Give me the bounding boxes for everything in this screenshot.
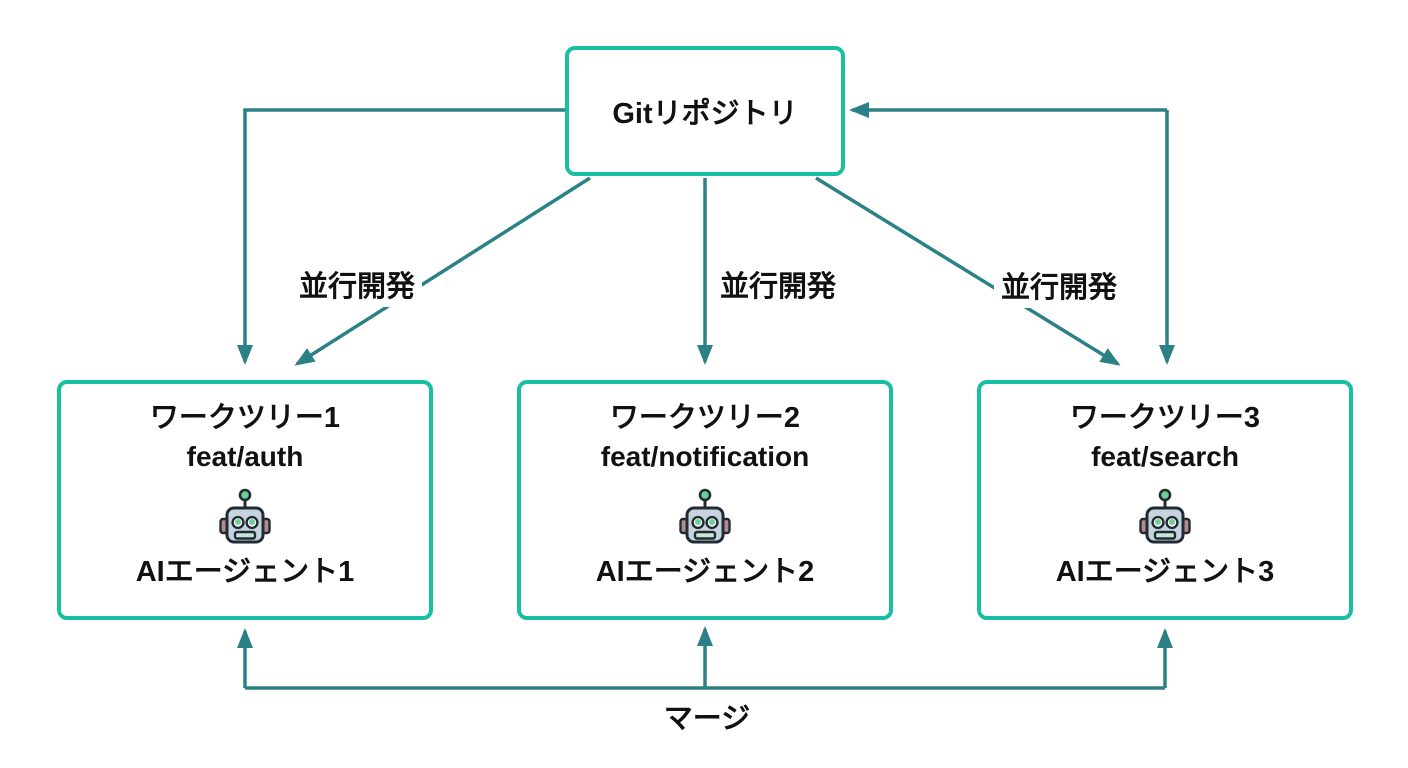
edge-label-parallel-dev-3: 並行開発 (993, 262, 1125, 308)
node-git-repo: Gitリポジトリ (565, 46, 845, 176)
worktree2-agent: AIエージェント2 (595, 555, 815, 588)
worktree3-branch: feat/search (1091, 441, 1239, 473)
worktree1-branch: feat/auth (186, 441, 304, 473)
edge-git-to-worktree1-diagonal (294, 176, 591, 366)
edge-label-parallel-dev-2: 並行開発 (712, 261, 844, 307)
node-worktree-3: ワークツリー3 feat/search AIエージェント3 (977, 380, 1353, 620)
edge-git-to-worktree1-ortho (237, 108, 565, 365)
worktree1-agent: AIエージェント1 (135, 555, 355, 588)
worktree3-title: ワークツリー3 (1069, 402, 1261, 434)
edge-git-to-worktree3-diagonal (815, 176, 1121, 366)
node-worktree-1: ワークツリー1 feat/auth AIエージェント1 (57, 380, 433, 620)
git-repo-label: Gitリポジトリ (612, 98, 798, 130)
worktree2-title: ワークツリー2 (609, 402, 801, 434)
robot-icon (219, 488, 271, 544)
worktree2-branch: feat/notification (600, 441, 810, 473)
edge-label-merge: マージ (656, 693, 758, 739)
edge-label-parallel-dev-1: 並行開発 (291, 261, 423, 307)
node-worktree-2: ワークツリー2 feat/notification AIエージェント2 (517, 380, 893, 620)
robot-icon (1139, 488, 1191, 544)
robot-icon (679, 488, 731, 544)
worktree3-agent: AIエージェント3 (1055, 555, 1275, 588)
worktree1-title: ワークツリー1 (149, 402, 341, 434)
